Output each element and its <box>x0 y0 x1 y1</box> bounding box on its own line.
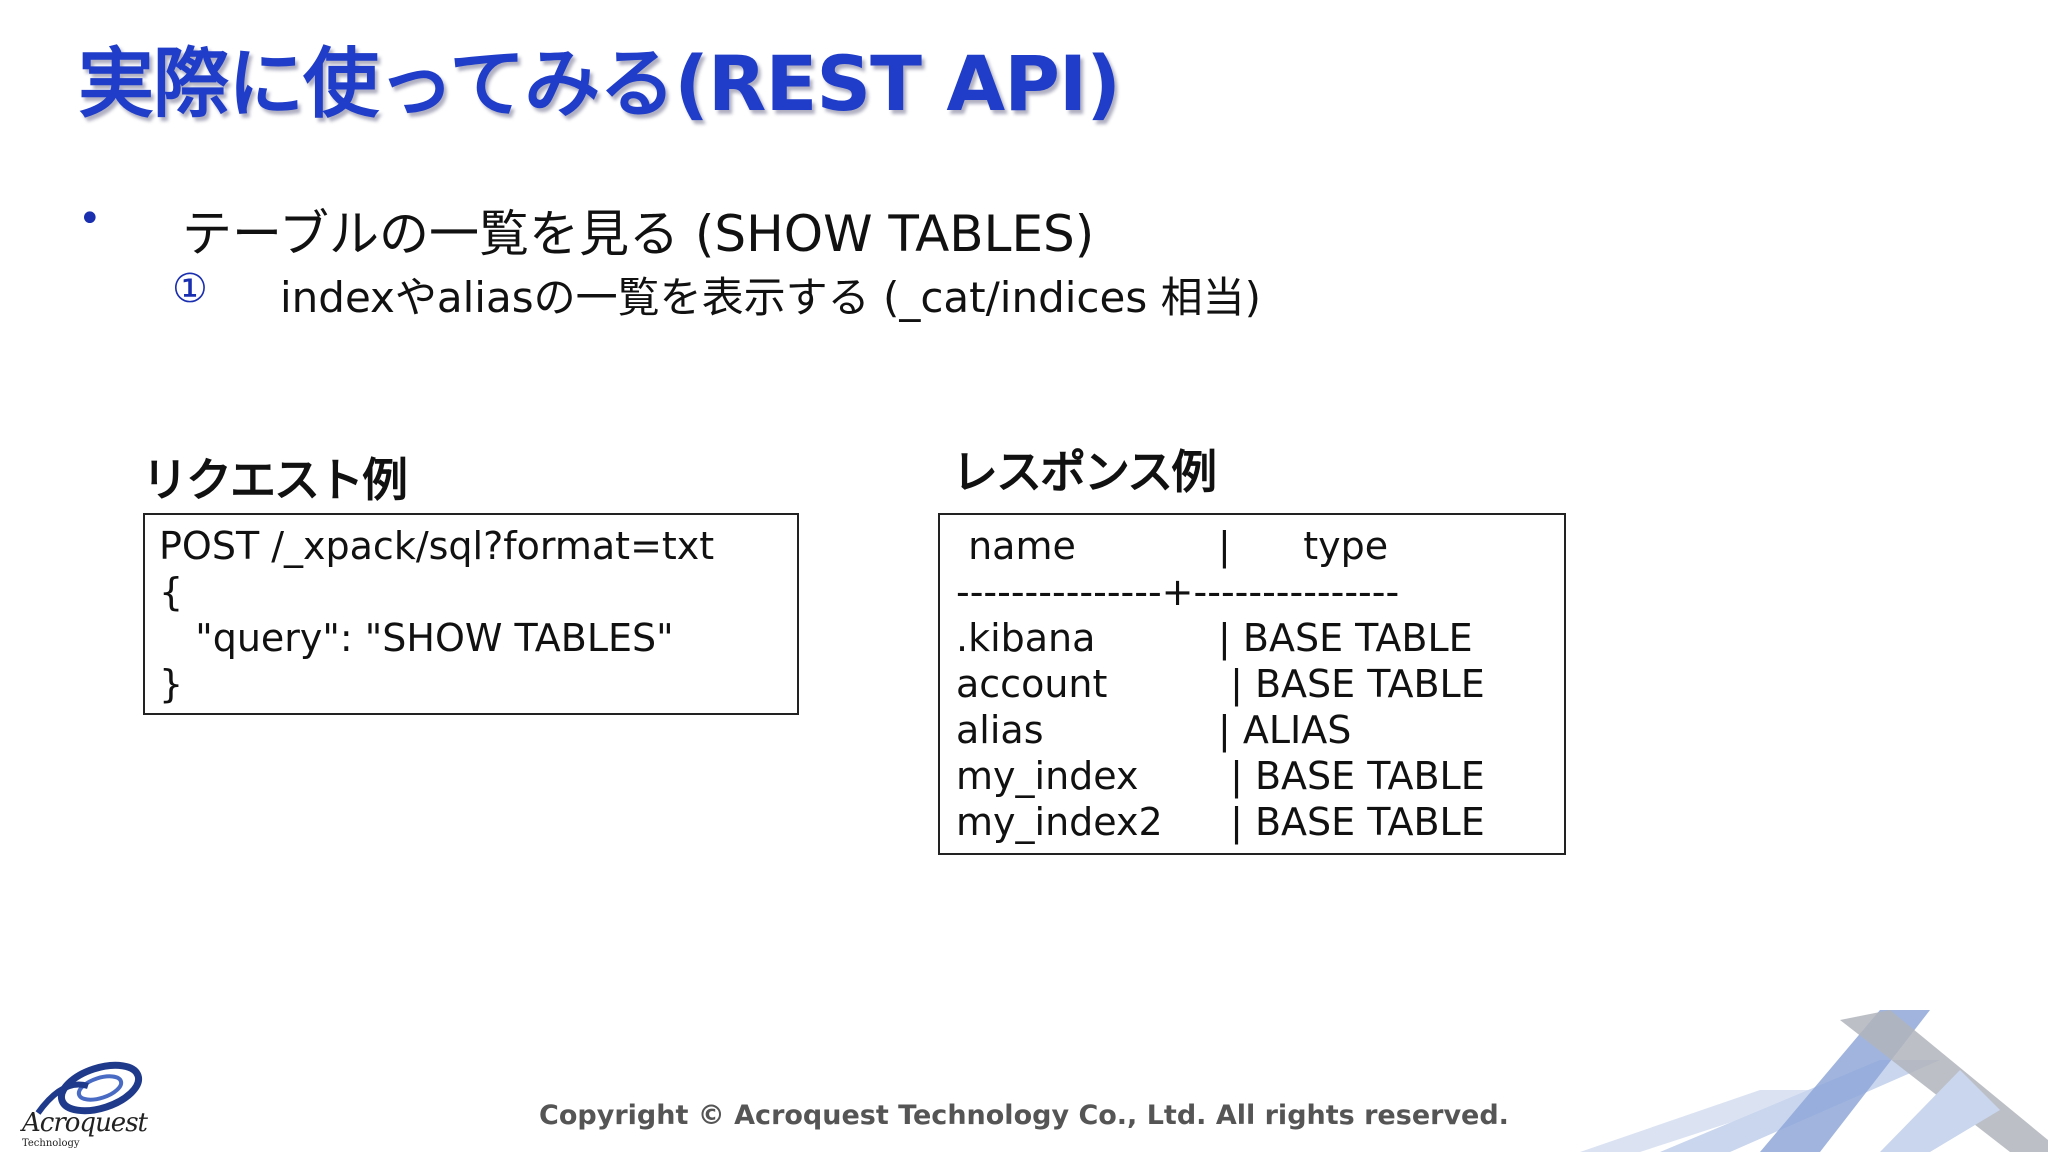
response-row-name: account <box>956 662 1108 706</box>
response-header-row: name | type <box>956 523 1564 569</box>
response-row-type: | BASE TABLE <box>1218 616 1473 660</box>
request-line: } <box>159 662 184 706</box>
response-row-name: .kibana <box>956 616 1096 660</box>
bullet-text: テーブルの一覧を見る (SHOW TABLES) <box>182 205 1095 263</box>
logo-subtext: Technology <box>22 1138 80 1149</box>
response-row-type: | BASE TABLE <box>1218 754 1485 798</box>
request-example-label: リクエスト例 <box>142 453 408 507</box>
response-row: my_index | BASE TABLE <box>956 753 1564 799</box>
request-code-box: POST /_xpack/sql?format=txt { "query": "… <box>143 513 799 715</box>
response-row-type: | BASE TABLE <box>1218 662 1485 706</box>
acroquest-logo-icon <box>35 1061 143 1115</box>
response-table-box: name | type ---------------+------------… <box>938 513 1566 855</box>
copyright-notice: Copyright © Acroquest Technology Co., Lt… <box>539 1100 1509 1131</box>
response-row: my_index2 | BASE TABLE <box>956 799 1564 845</box>
sub-bullet-marker: ① <box>172 266 208 312</box>
sub-bullet-text: indexやaliasの一覧を表示する (_cat/indices 相当) <box>280 273 1261 322</box>
response-row: alias | ALIAS <box>956 707 1564 753</box>
bullet-marker: • <box>78 196 102 242</box>
response-row-name: alias <box>956 708 1044 752</box>
response-row-name: my_index2 <box>956 800 1163 844</box>
response-row-type: | BASE TABLE <box>1218 800 1485 844</box>
corner-decoration-icon <box>1580 1010 2048 1152</box>
response-row-type: | ALIAS <box>1218 708 1352 752</box>
slide-title: 実際に使ってみる(REST API) <box>78 39 1121 128</box>
response-separator: ---------------+--------------- <box>956 570 1400 614</box>
logo-wordmark: Acroquest <box>22 1108 148 1138</box>
response-row: account | BASE TABLE <box>956 661 1564 707</box>
response-header-name: name <box>956 524 1076 568</box>
request-line: { <box>159 570 184 614</box>
request-line: POST /_xpack/sql?format=txt <box>159 524 715 568</box>
response-example-label: レスポンス例 <box>952 445 1217 499</box>
response-row-name: my_index <box>956 754 1139 798</box>
request-line: "query": "SHOW TABLES" <box>159 616 674 660</box>
response-header-type: | type <box>1218 524 1389 568</box>
response-row: .kibana | BASE TABLE <box>956 615 1564 661</box>
